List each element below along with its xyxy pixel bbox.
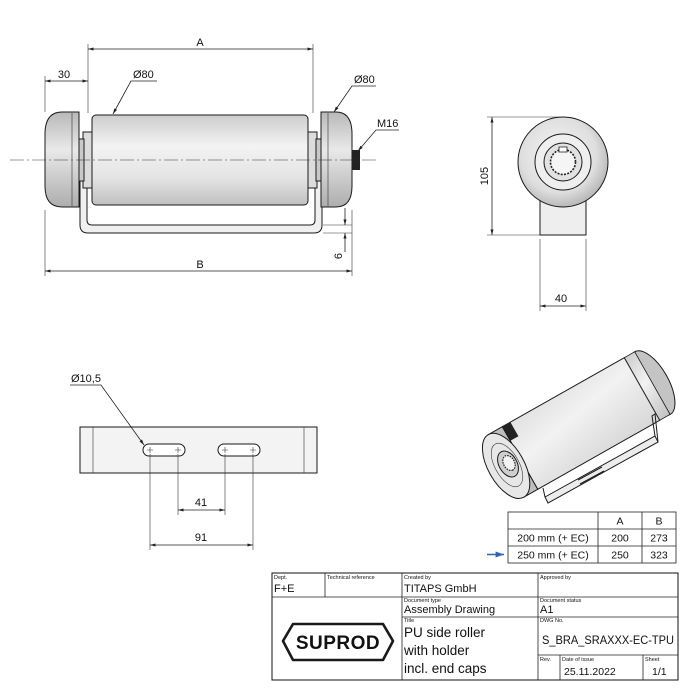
created-by-label: Created by [404,575,431,581]
dim-40-label: 40 [555,293,567,305]
document-status-label: Document status [540,598,582,604]
dim-91-label: 91 [195,532,207,544]
side-keyway [558,146,568,153]
sheet-label: Sheet [645,657,660,663]
left-end-cap [44,111,80,208]
title-label: Title [404,618,414,624]
row-a: 200 [611,533,629,545]
approved-by-label: Approved by [540,575,571,581]
dia-left-label: Ø80 [133,69,154,81]
title-block: Dept. F+E Technical reference Created by… [271,572,679,681]
size-table-header-a: A [616,516,623,528]
size-table-frame [507,511,677,564]
rev-label: Rev. [540,657,551,663]
row-a: 250 [611,550,629,562]
iso-bracket [542,413,659,504]
dim-a-label: A [196,37,204,49]
title-line-1: PU side roller [404,625,486,640]
date-of-issue-value: 25.11.2022 [564,666,616,678]
dim-41-label: 41 [195,497,207,509]
table-row: 200 mm (+ EC) 200 273 [517,533,668,545]
holder-view: Ø10,5 41 91 [70,373,318,550]
dim-b-label: B [196,259,203,271]
row-b: 323 [650,550,668,562]
hole-dia-label: Ø10,5 [71,373,101,385]
dia-right-leader [333,85,376,113]
right-end-cap [320,111,353,208]
size-table: A B 200 mm (+ EC) 200 273 250 mm (+ EC) … [487,511,677,564]
row-size: 200 mm (+ EC) [517,533,588,545]
m16-nut [352,150,360,170]
row-size: 250 mm (+ EC) [517,550,588,562]
logo-frame [281,622,395,662]
side-roller-spline [549,148,577,176]
iso-left-cap-ring [490,442,524,488]
isometric-view [481,350,676,504]
thread-leader [357,129,399,152]
dia-right-label: Ø80 [354,74,375,86]
dia-left-leader [112,80,157,115]
iso-left-hub-spline [502,454,516,472]
logo-text: SUPROD [296,633,380,654]
thread-label: M16 [377,118,398,130]
holder-slot-1 [142,443,186,457]
size-table-header-b: B [655,516,662,528]
front-view: A 30 Ø80 Ø80 M16 6 B [10,37,399,276]
dept-value: F+E [274,583,294,595]
dim-30-label: 30 [58,69,70,81]
iso-body-cap-joint [624,357,660,421]
technical-reference-label: Technical reference [327,575,375,581]
holder-plate [79,426,318,474]
title-block-grid [272,573,678,680]
date-of-issue-label: Date of issue [562,657,594,663]
holder-slot-2 [217,443,261,457]
table-row: 250 mm (+ EC) 250 323 [517,550,668,562]
slot-center-marks [147,447,256,453]
dwg-no-value: S_BRA_SRAXXX-EC-TPU [542,633,674,647]
document-type-value: Assembly Drawing [404,604,495,616]
dim-105-label: 105 [479,167,491,185]
dwg-no-label: DWG No. [540,618,564,624]
row-b: 273 [650,533,668,545]
dept-label: Dept. [274,575,288,581]
title-line-3: incl. end caps [404,661,487,676]
company-logo: SUPROD [281,622,395,662]
iso-dark-band [502,422,519,441]
title-block-frame [271,572,679,681]
dim-6-label: 6 [333,253,345,259]
title-line-2: with holder [403,643,470,658]
hole-dia-leader [70,384,145,446]
document-type-label: Document type [404,598,441,604]
sheet-value: 1/1 [652,666,667,678]
document-status-value: A1 [540,604,553,616]
created-by-value: TITAPS GmbH [404,583,477,595]
side-view: 105 40 [479,116,609,311]
